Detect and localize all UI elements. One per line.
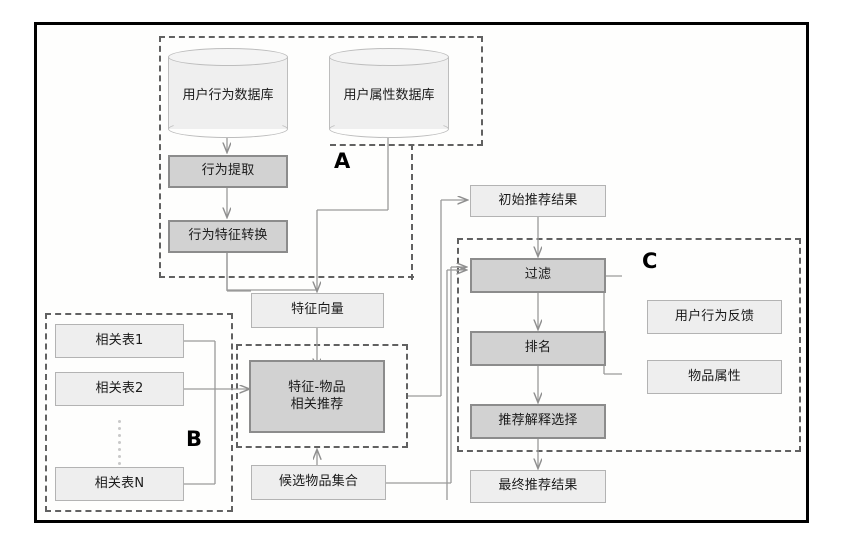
node-label: 相关表N	[94, 475, 145, 491]
node-label: 物品属性	[688, 368, 741, 384]
group-region-a-left	[159, 36, 414, 278]
node-label: 初始推荐结果	[498, 192, 578, 208]
group-region-a-right-vert	[411, 144, 414, 280]
node-candidate-item-set[interactable]: 候选物品集合	[251, 465, 386, 500]
node-label-line-2: 相关推荐	[290, 396, 344, 412]
group-region-c	[457, 238, 801, 452]
node-correlation-table-2[interactable]: 相关表2	[55, 372, 184, 406]
node-label: 推荐解释选择	[498, 413, 578, 429]
node-label: 排名	[524, 340, 552, 356]
group-region-a-top-right	[412, 36, 483, 146]
node-label: 相关表2	[95, 380, 144, 396]
node-recommendation-explanation-selection[interactable]: 推荐解释选择	[470, 404, 606, 439]
node-label: 行为提取	[201, 163, 255, 179]
datastore-label: 用户属性数据库	[343, 87, 435, 103]
cylinder-body	[329, 57, 449, 129]
node-label: 相关表1	[95, 332, 144, 348]
datastore-user-behavior-db[interactable]: 用户行为数据库	[168, 48, 288, 138]
group-label-b: B	[186, 427, 203, 451]
cylinder-top-ellipse	[329, 48, 449, 66]
node-label: 候选物品集合	[278, 474, 359, 490]
node-label: 行为特征转换	[188, 228, 268, 244]
node-correlation-table-n[interactable]: 相关表N	[55, 467, 184, 501]
datastore-user-attribute-db[interactable]: 用户属性数据库	[329, 48, 449, 138]
node-feature-vector[interactable]: 特征向量	[251, 293, 384, 328]
cylinder-bottom-ellipse	[329, 120, 449, 138]
cylinder-bottom-ellipse	[168, 120, 288, 138]
node-final-recommendation-result[interactable]: 最终推荐结果	[470, 470, 606, 503]
node-feature-item-recommendation[interactable]: 特征-物品 相关推荐	[249, 360, 385, 433]
datastore-label: 用户行为数据库	[182, 87, 274, 103]
node-label: 最终推荐结果	[498, 478, 578, 494]
node-label: 过滤	[524, 267, 552, 283]
node-initial-recommendation-result[interactable]: 初始推荐结果	[470, 185, 606, 217]
node-label: 用户行为反馈	[674, 308, 755, 324]
node-label-line-1: 特征-物品	[288, 380, 346, 396]
node-filter[interactable]: 过滤	[470, 258, 606, 293]
group-region-recommender	[236, 344, 408, 448]
group-region-a-right-edge	[330, 144, 483, 147]
node-ranking[interactable]: 排名	[470, 331, 606, 366]
group-region-b	[45, 313, 233, 512]
node-correlation-table-1[interactable]: 相关表1	[55, 324, 184, 358]
group-label-a: A	[334, 149, 351, 173]
node-behavior-feature-transform[interactable]: 行为特征转换	[168, 220, 288, 253]
cylinder-body	[168, 57, 288, 129]
node-user-behavior-feedback[interactable]: 用户行为反馈	[647, 300, 782, 334]
node-label: 特征向量	[291, 302, 344, 318]
group-label-c: C	[642, 249, 658, 273]
cylinder-top-ellipse	[168, 48, 288, 66]
node-behavior-extraction[interactable]: 行为提取	[168, 155, 288, 188]
node-item-attribute[interactable]: 物品属性	[647, 360, 782, 394]
